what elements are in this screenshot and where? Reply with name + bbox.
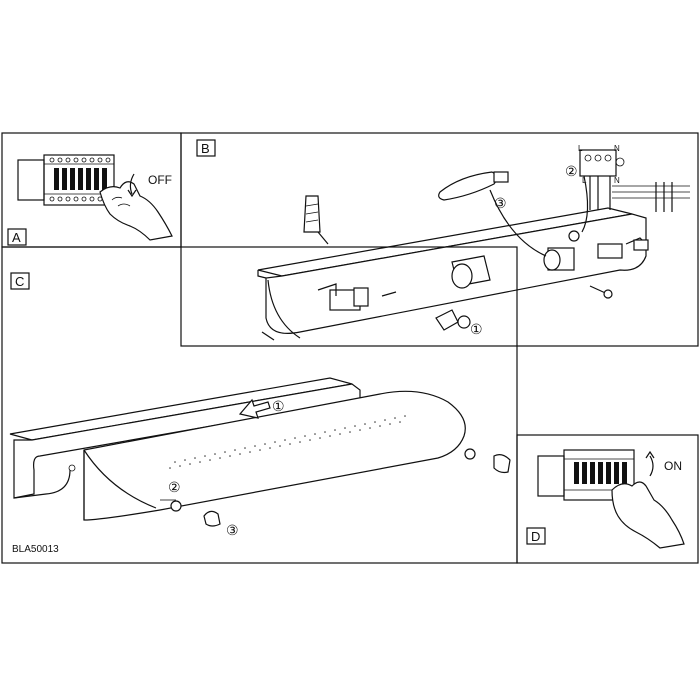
panel-a-label: A [12, 230, 21, 245]
hand-icon [99, 181, 173, 241]
mounting-screw-icon [589, 285, 613, 299]
panel-d: ON D [516, 434, 699, 564]
panel-a-badge [7, 228, 27, 246]
on-label: ON [664, 459, 682, 473]
live-wire-label: L [578, 144, 583, 153]
panel-d-frame [516, 434, 699, 564]
lamp-holder-middle [451, 255, 491, 289]
lamp-holder-left [317, 283, 369, 311]
panel-b-frame [180, 132, 699, 347]
step-1-label-c: ① [272, 398, 285, 414]
svg-text:N: N [614, 176, 620, 185]
neutral-wire-label: N [614, 144, 620, 153]
off-label: OFF [148, 173, 172, 187]
cover-screw-left [160, 499, 221, 527]
connector-block [597, 237, 649, 259]
switch-off-arrow [129, 173, 135, 195]
wall-plug-icon [303, 195, 329, 245]
candle-bulb-icon [438, 171, 547, 257]
panel-c-frame [1, 246, 518, 564]
cover-shade [83, 390, 466, 521]
panel-c-label: C [15, 274, 24, 289]
step-2-label-c: ② [168, 479, 181, 495]
terminal-block: L N L N [568, 144, 690, 242]
hand-on-icon [611, 481, 685, 549]
switch-on-arrow [649, 455, 654, 477]
fuse-box-off [17, 154, 115, 206]
panel-d-badge [526, 527, 546, 545]
ground-icon [615, 157, 625, 167]
panel-c-badge [10, 272, 30, 290]
diagram-code: BLA50013 [12, 544, 59, 555]
step-1-label-b: ① [470, 321, 483, 337]
cover-screw-right [464, 448, 511, 474]
panel-c: C [1, 246, 518, 564]
panel-b: B [180, 132, 699, 347]
panel-d-label: D [531, 529, 540, 544]
slide-arrow-icon [238, 398, 271, 419]
lamp-holder-right [543, 247, 575, 271]
screw-icon [381, 291, 471, 331]
perforation-pattern [169, 415, 406, 469]
panel-a: OFF A [1, 132, 182, 248]
panel-b-label: B [201, 141, 210, 156]
step-3-label-b: ③ [494, 195, 507, 211]
step-2-label-b: ② [565, 163, 578, 179]
step-3-label-c: ③ [226, 522, 239, 538]
panel-b-badge [196, 139, 216, 157]
